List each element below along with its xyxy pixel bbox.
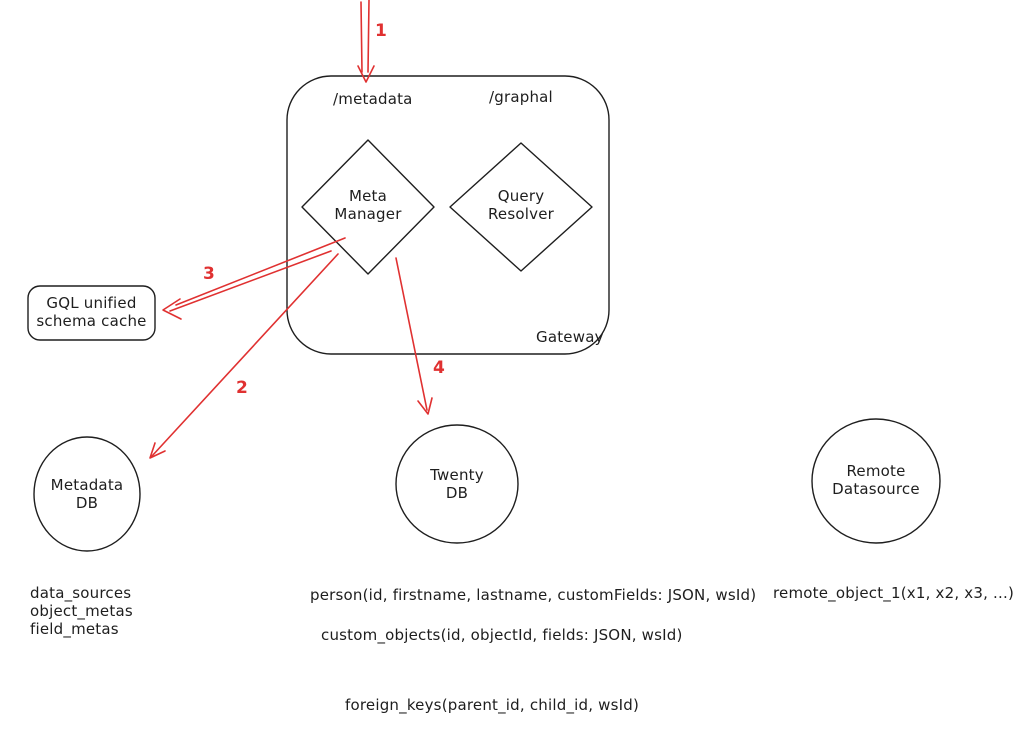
arrow-2-label: 2	[236, 378, 249, 398]
metadata-db-label: Metadata DB	[50, 476, 124, 512]
endpoint-graphql-label: /graphal	[489, 88, 553, 106]
arrow-4-label: 4	[433, 358, 446, 378]
gql-schema-cache-box	[27, 285, 156, 341]
remote-object-table-text: remote_object_1(x1, x2, x3, ...)	[773, 584, 1015, 602]
twenty-db-label: Twenty DB	[430, 466, 484, 502]
query-resolver-label: Query Resolver	[487, 187, 554, 223]
gateway-box	[286, 75, 610, 355]
meta-manager-label: Meta Manager	[334, 187, 402, 223]
endpoint-metadata-label: /metadata	[333, 90, 413, 108]
remote-datasource-label: Remote Datasource	[832, 462, 920, 498]
gateway-label: Gateway	[536, 328, 604, 346]
query-resolver-diamond	[449, 142, 593, 272]
gql-schema-cache-label: GQL unified schema cache	[36, 294, 147, 330]
arrow-1-label: 1	[375, 21, 388, 41]
person-table-text: person(id, firstname, lastname, customFi…	[310, 586, 757, 604]
foreign-keys-table-text: foreign_keys(parent_id, child_id, wsId)	[345, 696, 640, 714]
arrow-3-label: 3	[203, 264, 216, 284]
metadata-db-circle	[33, 436, 141, 552]
arrow-3	[162, 237, 346, 320]
custom-objects-table-text: custom_objects(id, objectId, fields: JSO…	[321, 626, 683, 644]
remote-datasource-circle	[811, 418, 941, 544]
twenty-db-circle	[395, 424, 519, 544]
arrow-1	[357, 0, 375, 83]
meta-manager-diamond	[301, 139, 435, 275]
metadata-db-tables-text: data_sources object_metas field_metas	[30, 584, 133, 638]
arrow-4	[395, 257, 433, 415]
arrow-2	[149, 253, 339, 459]
